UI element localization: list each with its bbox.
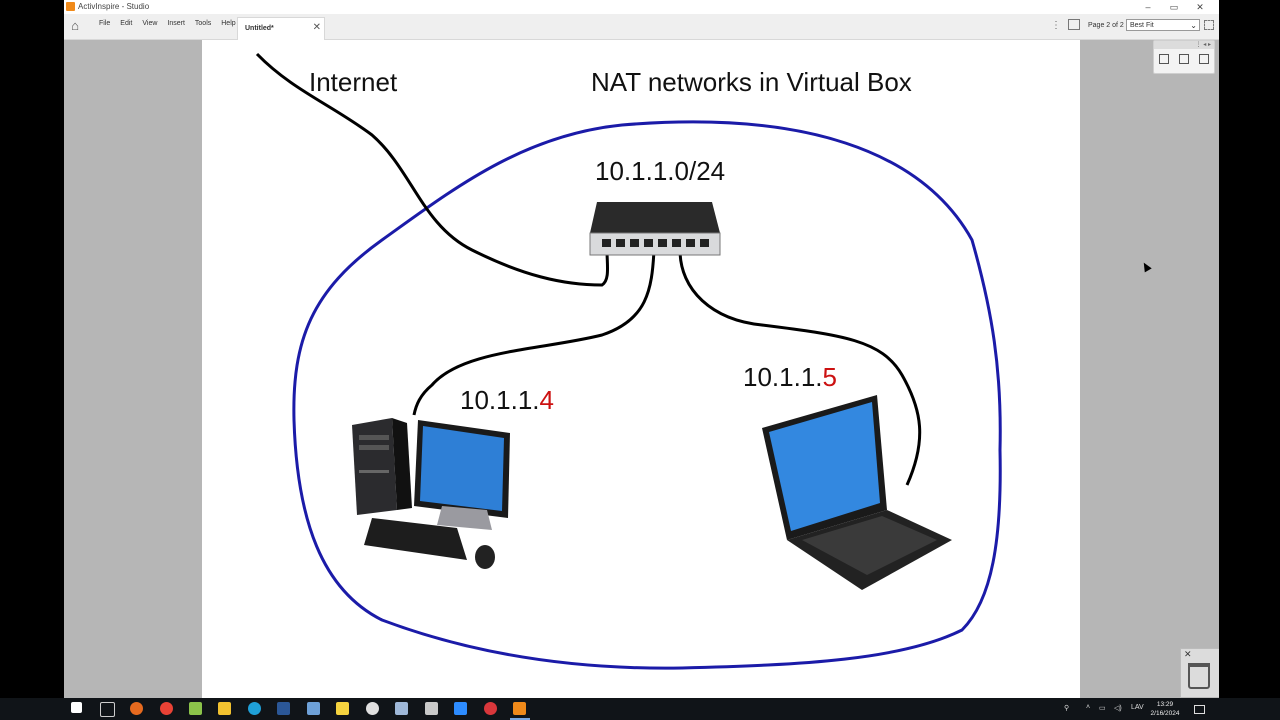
toolbox-document-icon[interactable] [1199,54,1209,64]
toolbox-pages-icon[interactable] [1179,54,1189,64]
floating-toolbox[interactable]: ⋮ ◂ ▸ [1153,40,1215,74]
edge-icon[interactable] [248,702,261,715]
laptop-icon [762,395,952,590]
activinspire-icon[interactable] [513,702,526,715]
nat-boundary-outline [292,120,1002,670]
menu-file[interactable]: File [99,20,111,27]
subnet-label: 10.1.1.0/24 [595,156,726,186]
menu-view[interactable]: View [142,20,158,27]
system-clock[interactable]: 13:29 2/16/2024 [1145,700,1185,718]
pc-ip-host: 4 [539,385,554,415]
virtualbox-icon[interactable] [395,702,408,715]
notepadpp-icon[interactable] [189,702,202,715]
window-title: ActivInspire - Studio [78,2,150,11]
sticky-notes-icon[interactable] [336,702,349,715]
home-icon[interactable]: ⌂ [71,18,79,33]
internet-label: Internet [309,67,398,97]
laptop-ip-prefix: 10.1.1. [743,362,823,392]
desktop-computer-icon [352,418,510,569]
toolbox-window-icon[interactable] [1159,54,1169,64]
windows-start-icon[interactable] [71,702,82,713]
pc-cable [412,249,656,416]
zoom-icon[interactable] [454,702,467,715]
clock-time: 13:29 [1156,701,1174,708]
firefox-icon[interactable] [130,702,143,715]
main-menu: File Edit View Insert Tools Help [94,19,241,28]
flipchart-page[interactable]: Internet NAT networks in Virtual Box 10.… [202,40,1080,698]
language-indicator[interactable]: LAV [1131,704,1144,711]
photos-icon[interactable] [425,702,438,715]
close-window-button[interactable]: ✕ [1196,2,1204,12]
minimize-button[interactable]: – [1145,2,1151,12]
page-indicator: Page 2 of 2 [1088,22,1124,29]
tab-untitled[interactable]: Untitled* ✕ [237,17,325,40]
vpn-icon[interactable] [366,702,379,715]
laptop-ip-host: 5 [822,362,837,392]
slide-title: NAT networks in Virtual Box [591,67,912,97]
menu-insert[interactable]: Insert [167,20,185,27]
activinspire-window: ActivInspire - Studio – ▭ ✕ ⌂ File Edit … [64,0,1219,698]
active-app-indicator [510,718,530,720]
volume-icon[interactable]: ◁) [1114,705,1122,712]
file-explorer-icon[interactable] [218,702,231,715]
fullscreen-icon[interactable] [1204,20,1214,30]
tab-label: Untitled* [245,25,274,32]
zoom-select[interactable]: Best Fit ⌄ [1126,19,1200,31]
chevron-up-icon[interactable]: ˄ [1086,704,1091,711]
zoom-value: Best Fit [1130,22,1154,29]
network-switch-icon [589,202,721,256]
activinspire-logo-icon [66,2,75,11]
toolbox-header[interactable]: ⋮ ◂ ▸ [1154,41,1214,49]
restore-button[interactable]: ▭ [1169,2,1179,12]
people-icon[interactable]: ⚲ [1064,705,1070,712]
notifications-icon[interactable] [1194,705,1205,714]
network-diagram [255,52,1002,670]
laptop-ip-label: 10.1.1.5 [743,362,837,393]
menu-tools[interactable]: Tools [194,20,212,27]
word-icon[interactable] [277,702,290,715]
close-tab-icon[interactable]: ✕ [312,22,321,33]
chevron-down-icon: ⌄ [1190,21,1197,30]
more-options-icon[interactable]: ⋮ [1051,20,1061,31]
internet-cable [255,52,610,287]
pc-ip-label: 10.1.1.4 [460,385,554,416]
chrome-icon[interactable] [160,702,173,715]
trash-icon [1188,663,1210,689]
menu-help[interactable]: Help [221,20,236,27]
clock-date: 2/16/2024 [1150,710,1180,717]
mouse-pointer [1140,260,1152,273]
network-app-icon[interactable] [307,702,320,715]
windows-taskbar: ⚲ ˄ ▭ ◁) LAV 13:29 2/16/2024 [0,698,1280,720]
presentation-icon[interactable] [1068,19,1080,30]
network-icon[interactable]: ▭ [1099,705,1106,712]
trash-bin[interactable]: ✕ [1180,648,1219,698]
laptop-cable [678,249,922,486]
menu-edit[interactable]: Edit [120,20,133,27]
pc-ip-prefix: 10.1.1. [460,385,540,415]
task-view-icon[interactable] [100,702,115,717]
recorder-icon[interactable] [484,702,497,715]
close-icon[interactable]: ✕ [1184,649,1192,659]
title-bar: ActivInspire - Studio – ▭ ✕ [64,0,1219,14]
menu-bar: ⌂ File Edit View Insert Tools Help Untit… [64,14,1219,40]
